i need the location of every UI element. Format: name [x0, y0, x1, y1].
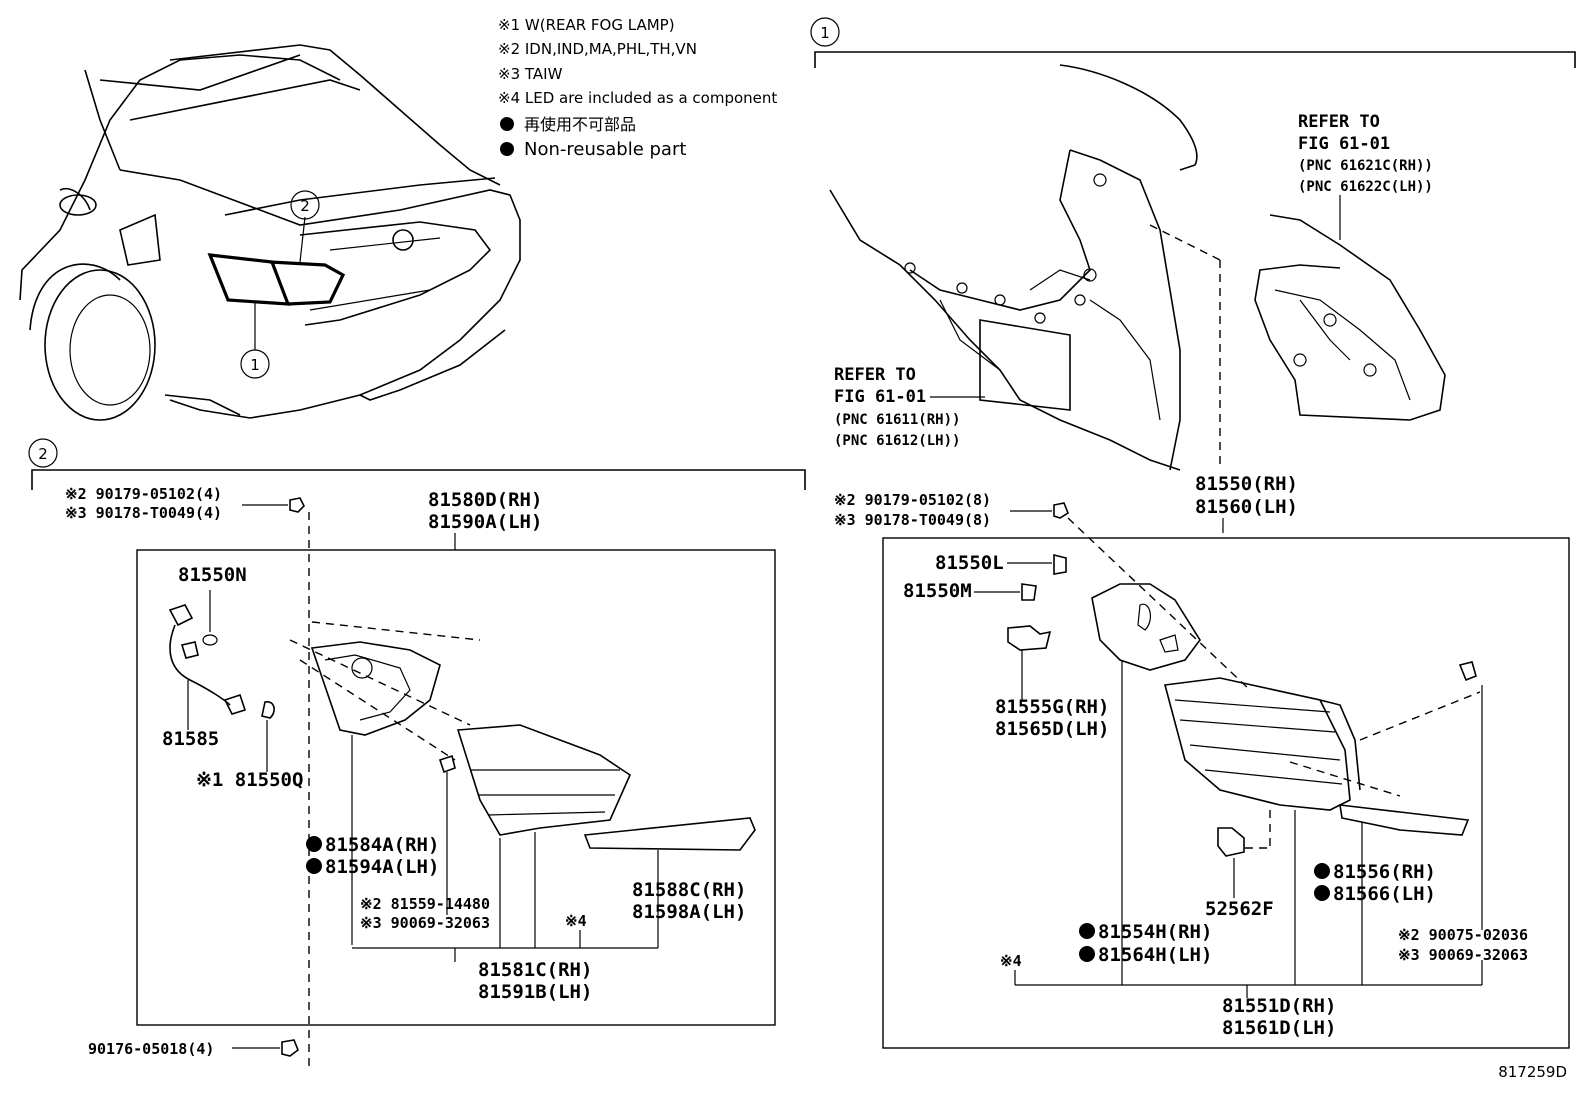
refer-left-pnc-rh: (PNC 61611(RH)) [834, 412, 960, 428]
callout-number: 2 [38, 445, 48, 463]
part-81560-lh: 81560(LH) [1195, 496, 1298, 518]
bottom-bolt-left: 90176-05018(4) [88, 1040, 214, 1058]
note-2: ※2 IDN,IND,MA,PHL,TH,VN [498, 40, 697, 58]
bolt-top-left-1: ※2 90179-05102(4) [65, 485, 222, 503]
screw-icon [1458, 661, 1477, 682]
note-4: ※4 LED are included as a component [498, 89, 777, 107]
refer-right-line1: REFER TO [1298, 112, 1380, 132]
led-note-right: ※4 [1000, 952, 1022, 970]
part-81565d-lh: 81565D(LH) [995, 718, 1109, 740]
bolt-right-2: ※3 90178-T0049(8) [834, 511, 991, 529]
section-2: 2 ※2 90179-05102(4) ※3 90178-T0049(4) 81… [28, 438, 806, 1070]
screw-left-1: ※2 81559-14480 [360, 895, 490, 913]
bolt-right-1: ※2 90179-05102(8) [834, 491, 991, 509]
part-81590a-lh: 81590A(LH) [428, 511, 542, 533]
note-non-reusable: Non-reusable part [524, 139, 686, 160]
bulb-icon [1053, 553, 1067, 575]
callout-number: 2 [300, 197, 310, 215]
screw-right-1: ※2 90075-02036 [1398, 926, 1528, 944]
section-1: 1 REFER TO FIG 61-01 (PNC 61611(RH)) (PN… [810, 17, 1576, 533]
part-81551d-rh: 81551D(RH) [1222, 995, 1336, 1017]
part-81598a-lh: 81598A(LH) [632, 901, 746, 923]
non-reusable-dot-icon [1079, 946, 1095, 962]
non-reusable-dot-icon [1079, 923, 1095, 939]
refer-right-pnc-rh: (PNC 61621C(RH)) [1298, 158, 1433, 174]
callout-2-header [28, 438, 58, 468]
note-jp: 再使用不可部品 [524, 115, 636, 134]
note-1: ※1 W(REAR FOG LAMP) [498, 16, 675, 34]
non-reusable-dot-icon [306, 836, 322, 852]
screw-icon [438, 754, 456, 774]
refer-right-line2: FIG 61-01 [1298, 134, 1390, 154]
notes-legend: ※1 W(REAR FOG LAMP) ※2 IDN,IND,MA,PHL,TH… [498, 16, 777, 160]
part-81550l: 81550L [935, 552, 1004, 574]
non-reusable-dot-icon [500, 142, 514, 156]
led-note-left: ※4 [565, 912, 587, 930]
callout-number: 1 [250, 356, 260, 374]
refer-left-line1: REFER TO [834, 365, 916, 385]
part-81584a-rh: 81584A(RH) [325, 834, 439, 856]
part-81555g-rh: 81555G(RH) [995, 696, 1109, 718]
part-81550q: ※1 81550Q [196, 769, 303, 791]
callout-2-car [290, 190, 320, 220]
part-81566-lh: 81566(LH) [1333, 883, 1436, 905]
refer-left-line2: FIG 61-01 [834, 387, 926, 407]
part-81564h-lh: 81564H(LH) [1098, 944, 1212, 966]
part-81585: 81585 [162, 728, 219, 750]
nut-icon [281, 1039, 299, 1057]
callout-number: 1 [820, 24, 830, 42]
part-81588c-rh: 81588C(RH) [632, 879, 746, 901]
screw-left-2: ※3 90069-32063 [360, 914, 490, 932]
callout-1-header [810, 17, 840, 47]
section-1-lower: ※2 90179-05102(8) ※3 90178-T0049(8) 8155… [834, 491, 1570, 1049]
part-81591b-lh: 81591B(LH) [478, 981, 592, 1003]
part-81554h-rh: 81554H(RH) [1098, 921, 1212, 943]
connector-icon [1217, 827, 1245, 857]
bolt-top-left-2: ※3 90178-T0049(4) [65, 504, 222, 522]
refer-left-pnc-lh: (PNC 61612(LH)) [834, 433, 960, 449]
socket-connector-icon [1007, 625, 1052, 651]
figure-id: 817259D [1498, 1063, 1567, 1081]
non-reusable-dot-icon [1314, 885, 1330, 901]
part-81581c-rh: 81581C(RH) [478, 959, 592, 981]
part-81561d-lh: 81561D(LH) [1222, 1017, 1336, 1039]
note-3: ※3 TAIW [498, 65, 563, 83]
part-81550-rh: 81550(RH) [1195, 473, 1298, 495]
part-81550m: 81550M [903, 580, 972, 602]
callout-1-car [240, 349, 270, 379]
assembly-box-right [882, 537, 1570, 1049]
screw-right-2: ※3 90069-32063 [1398, 946, 1528, 964]
assembly-box-left [136, 549, 776, 1026]
part-52562f: 52562F [1205, 898, 1274, 920]
nut-icon [289, 497, 305, 513]
socket-icon [1021, 583, 1037, 601]
part-81556-rh: 81556(RH) [1333, 861, 1436, 883]
refer-right-pnc-lh: (PNC 61622C(LH)) [1298, 179, 1433, 195]
nut-icon [1053, 502, 1069, 519]
car-rear-illustration: 1 2 [19, 44, 521, 421]
part-81550n: 81550N [178, 564, 247, 586]
part-81594a-lh: 81594A(LH) [325, 856, 439, 878]
non-reusable-dot-icon [1314, 863, 1330, 879]
part-81580d-rh: 81580D(RH) [428, 489, 542, 511]
non-reusable-dot-icon [306, 858, 322, 874]
non-reusable-dot-icon [500, 117, 514, 131]
